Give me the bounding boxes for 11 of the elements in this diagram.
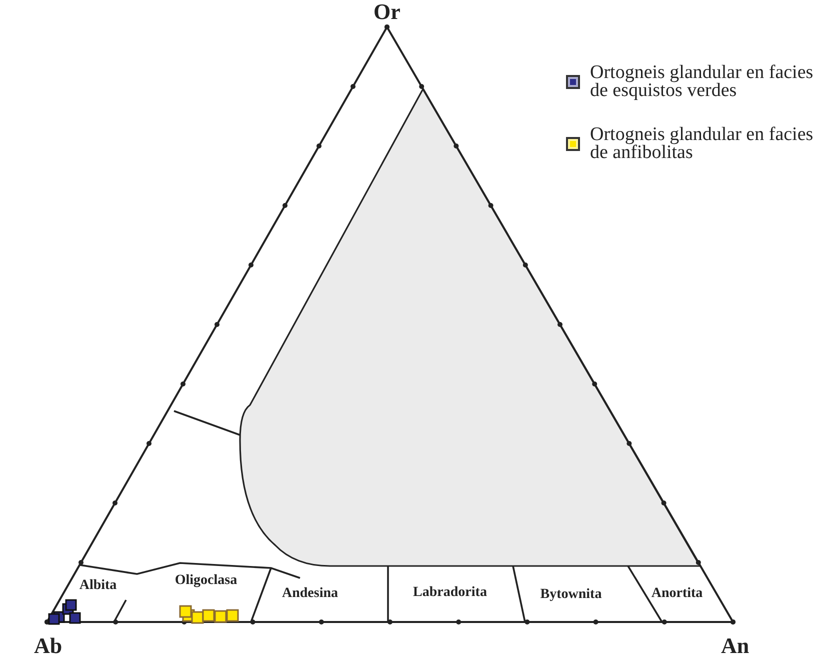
field-label: Bytownita (540, 587, 602, 603)
corner-label: An (720, 633, 750, 659)
field-label: Oligoclasa (174, 573, 238, 589)
field-label: Labradorita (413, 585, 487, 601)
field-label: Anortita (651, 586, 703, 602)
corner-label: Or (374, 0, 400, 25)
field-label: Albita (79, 578, 117, 594)
legend-text: Ortogneis glandular en facies de esquistos verdes (590, 64, 814, 100)
corner-label: Ab (34, 633, 62, 659)
field-label: Andesina (282, 586, 338, 602)
legend-text: Ortogneis glandular en facies de anfibolitas (590, 126, 814, 162)
